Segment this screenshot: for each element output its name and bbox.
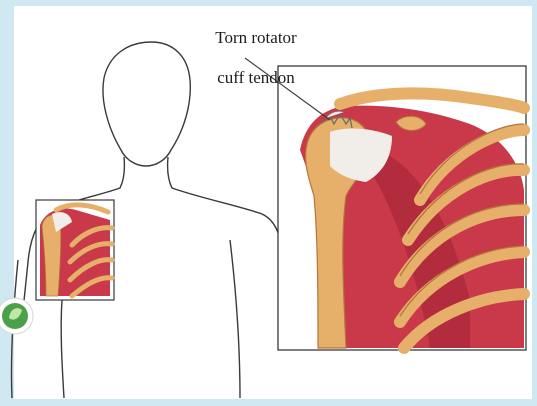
small-shoulder-art	[40, 205, 112, 296]
label-line-2: cuff tendon	[196, 68, 316, 88]
label-line-1: Torn rotator	[196, 28, 316, 48]
large-shoulder-art	[300, 93, 524, 348]
leaf-badge-icon	[0, 298, 33, 334]
torn-rotator-cuff-label: Torn rotator cuff tendon	[196, 8, 316, 108]
